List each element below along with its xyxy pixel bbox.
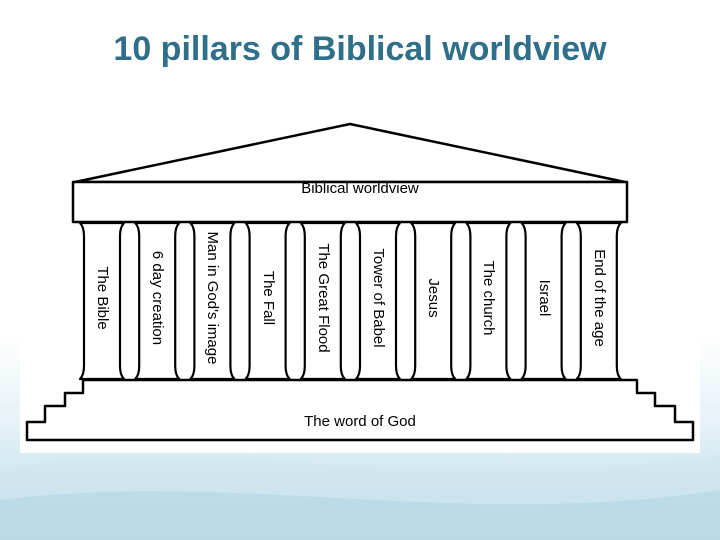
slide-title: 10 pillars of Biblical worldview bbox=[113, 30, 607, 68]
pillar-label-7: Jesus bbox=[425, 278, 443, 318]
pillar-6 bbox=[354, 221, 402, 381]
roof bbox=[73, 122, 627, 184]
pillar-4 bbox=[244, 221, 291, 381]
pillar-10 bbox=[575, 221, 622, 381]
pillar-2 bbox=[134, 221, 181, 381]
roof-label: Biblical worldview bbox=[301, 180, 419, 197]
pillar-label-4: The Fall bbox=[259, 270, 277, 326]
pillar-9 bbox=[520, 221, 567, 381]
pillar-5 bbox=[299, 221, 346, 381]
pillar-1 bbox=[78, 221, 126, 381]
pillar-label-1: The Bible bbox=[94, 266, 111, 330]
pillar-7 bbox=[410, 221, 457, 381]
entablature bbox=[71, 180, 629, 224]
pillar-8 bbox=[465, 221, 512, 381]
pillar-label-5: The Great Flood bbox=[314, 243, 332, 353]
temple-diagram: Biblical worldview The word of God The B… bbox=[20, 118, 700, 453]
pillar-label-9: Israel bbox=[535, 279, 553, 317]
base-label: The word of God bbox=[304, 413, 416, 430]
base-steps bbox=[25, 378, 695, 442]
pillar-label-8: The church bbox=[480, 260, 498, 336]
pillar-3 bbox=[189, 221, 236, 381]
pillar-label-2: 6 day creation bbox=[149, 250, 167, 346]
pillar-label-3: Man in God's image bbox=[204, 231, 222, 365]
temple-drawing bbox=[25, 122, 695, 442]
pillar-label-10: End of the age bbox=[590, 249, 608, 347]
pillar-label-6: Tower of Babel bbox=[370, 248, 387, 348]
